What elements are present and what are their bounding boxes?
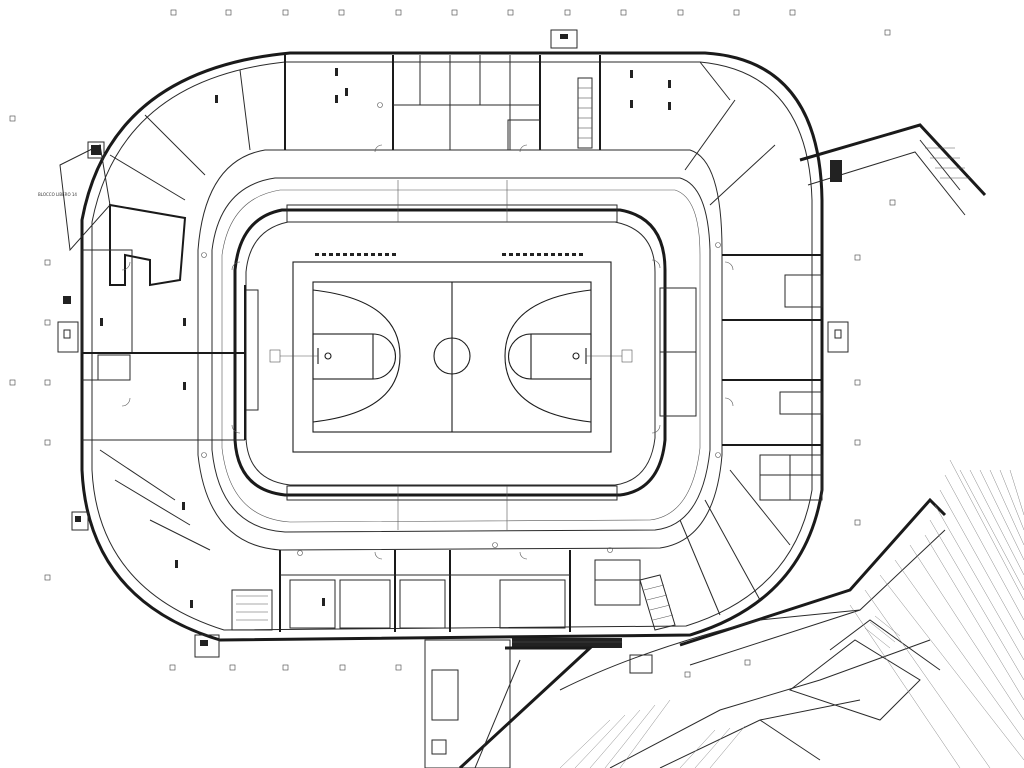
bench-row-right <box>502 253 583 256</box>
block-label: BLOCCO LIBERO 14 <box>38 192 77 197</box>
east-rooms <box>679 123 987 616</box>
site-exterior <box>458 459 1024 768</box>
basketball-court <box>269 253 633 453</box>
north-rooms <box>109 29 776 206</box>
bench-row-left <box>315 253 396 256</box>
hatched-slope <box>559 459 1024 768</box>
west-rooms: BLOCCO LIBERO 14 <box>38 141 246 568</box>
south-rooms <box>71 511 676 768</box>
seating-bowl <box>233 180 697 530</box>
door-swings <box>121 102 734 560</box>
survey-markers <box>9 9 896 678</box>
outer-envelope <box>80 51 824 642</box>
